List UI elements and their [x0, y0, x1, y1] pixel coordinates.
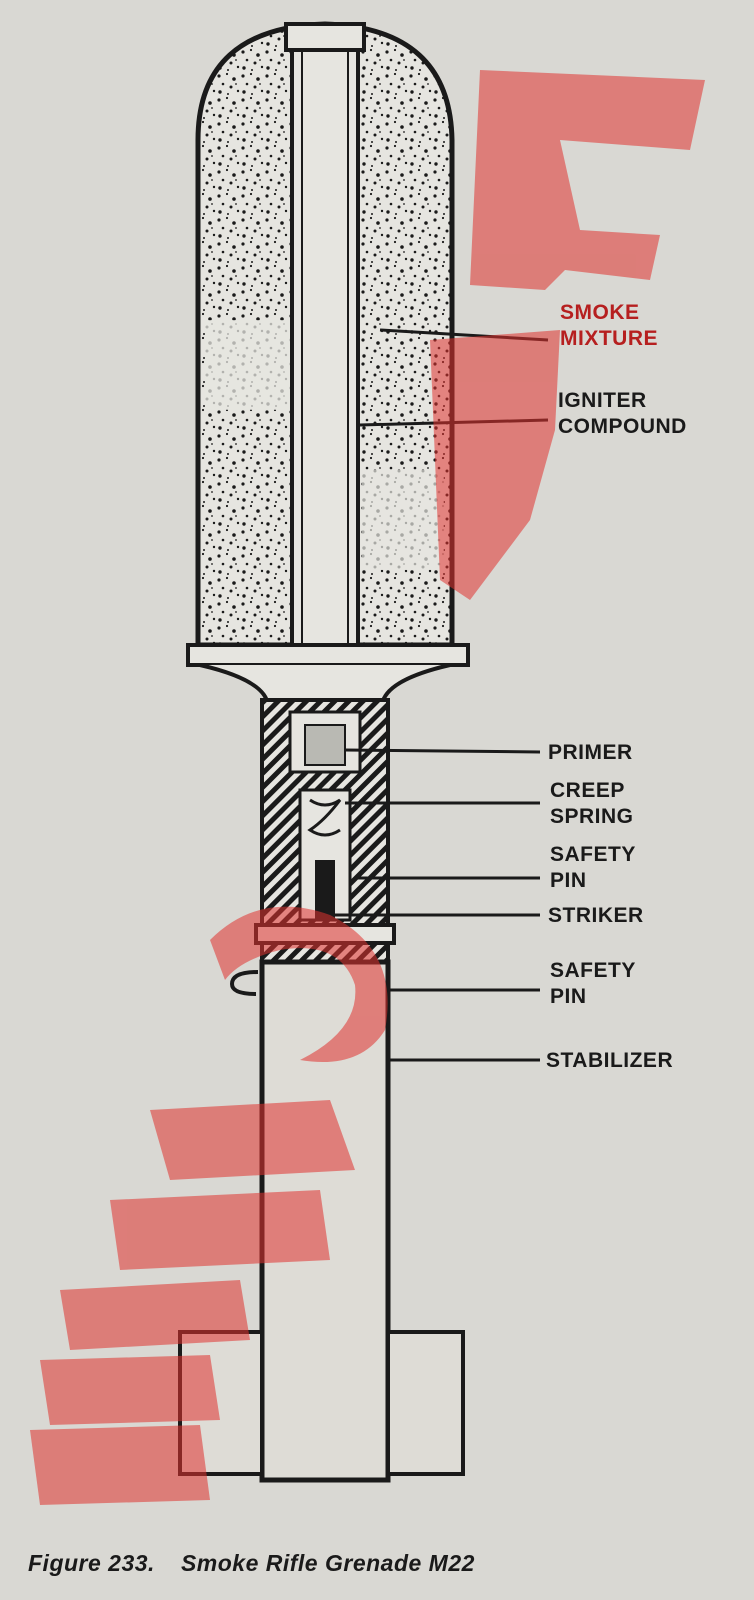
- smoke-canister: [195, 21, 455, 651]
- label-stabilizer: STABILIZER: [546, 1049, 674, 1072]
- figure-number: Figure 233.: [28, 1550, 155, 1576]
- figure-caption: Figure 233. Smoke Rifle Grenade M22: [28, 1550, 475, 1577]
- label-igniter-compound: IGNITER COMPOUND: [558, 389, 687, 438]
- tube-cap: [284, 22, 366, 52]
- label-smoke-mixture: SMOKE MIXTURE: [560, 301, 658, 350]
- striker-bore: [298, 788, 352, 922]
- base-flange: [186, 643, 470, 707]
- leader-primer: [344, 748, 541, 754]
- label-safety-pin-upper: SAFETY PIN: [550, 843, 636, 892]
- watermark: [30, 70, 705, 1505]
- label-safety-pin-lower: SAFETY PIN: [550, 959, 636, 1008]
- figure-title: Smoke Rifle Grenade M22: [180, 1550, 475, 1576]
- fin-right: [386, 1330, 465, 1476]
- label-striker: STRIKER: [548, 904, 644, 927]
- label-primer: PRIMER: [548, 741, 633, 764]
- safety-pin-clip: [229, 970, 259, 996]
- creep-spring-coil: [307, 798, 342, 837]
- striker-pin: [315, 860, 335, 920]
- label-creep-spring: CREEP SPRING: [550, 779, 634, 828]
